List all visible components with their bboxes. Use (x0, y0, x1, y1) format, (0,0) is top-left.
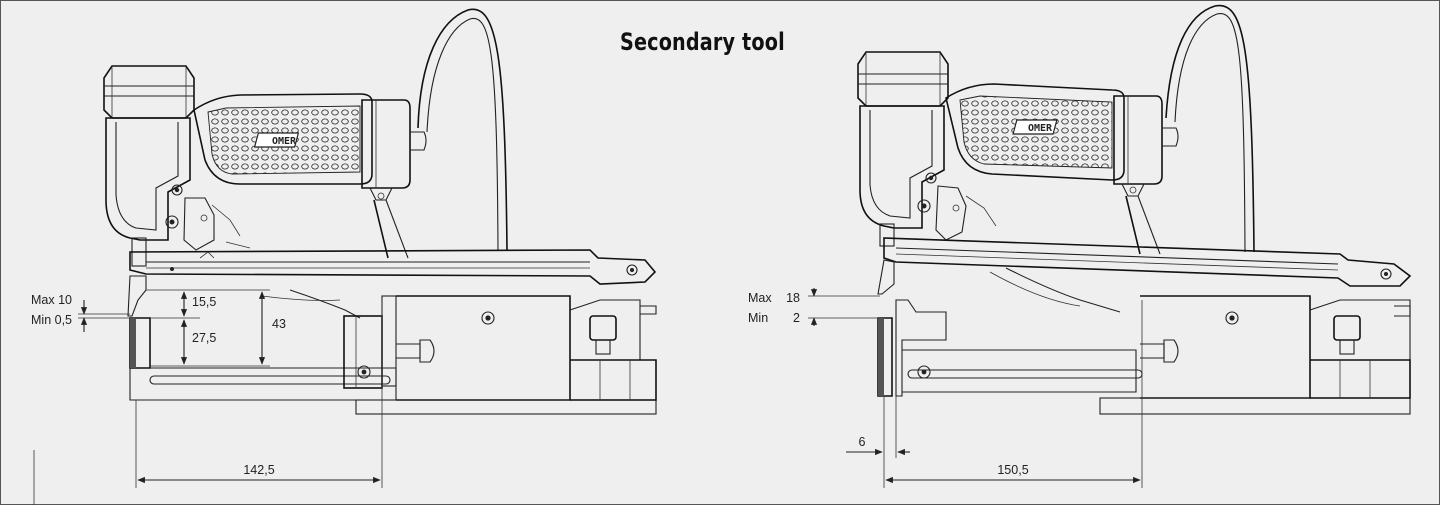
air-hose-right (1165, 4, 1255, 253)
max-label-right: Max (748, 291, 772, 305)
right-tool-view: OMER (748, 4, 1412, 488)
magazine-rail-right (877, 237, 1412, 295)
max-value-right: 18 (786, 291, 800, 305)
min-label-right: Min (748, 311, 768, 325)
dim-width-right: 150,5 (997, 463, 1028, 477)
brand-logo: OMER (272, 136, 297, 147)
dim-offset: 6 (859, 435, 866, 449)
left-tool-view: OMER (31, 8, 657, 488)
dim-total: 43 (272, 317, 286, 331)
tool-handle: OMER (193, 93, 427, 259)
magazine-rail (127, 241, 657, 317)
right-dimensions: Max 18 Min 2 6 150,5 (748, 288, 1143, 488)
guide-base-right (877, 267, 1411, 415)
drawing-title: Secondary tool (620, 28, 785, 56)
max-label: Max 10 (31, 293, 72, 307)
guide-base (129, 289, 657, 415)
dim-bottom: 27,5 (192, 331, 216, 345)
air-hose (417, 8, 508, 251)
tool-head-right (857, 51, 997, 247)
dim-width: 142,5 (243, 463, 274, 477)
dim-top: 15,5 (192, 295, 216, 309)
left-dimensions: Max 10 Min 0,5 15,5 27,5 43 142,5 (31, 289, 383, 488)
tool-handle-right: OMER (945, 83, 1179, 255)
min-value-right: 2 (793, 311, 800, 325)
brand-logo-right: OMER (1028, 123, 1053, 134)
min-label: Min 0,5 (31, 313, 72, 327)
